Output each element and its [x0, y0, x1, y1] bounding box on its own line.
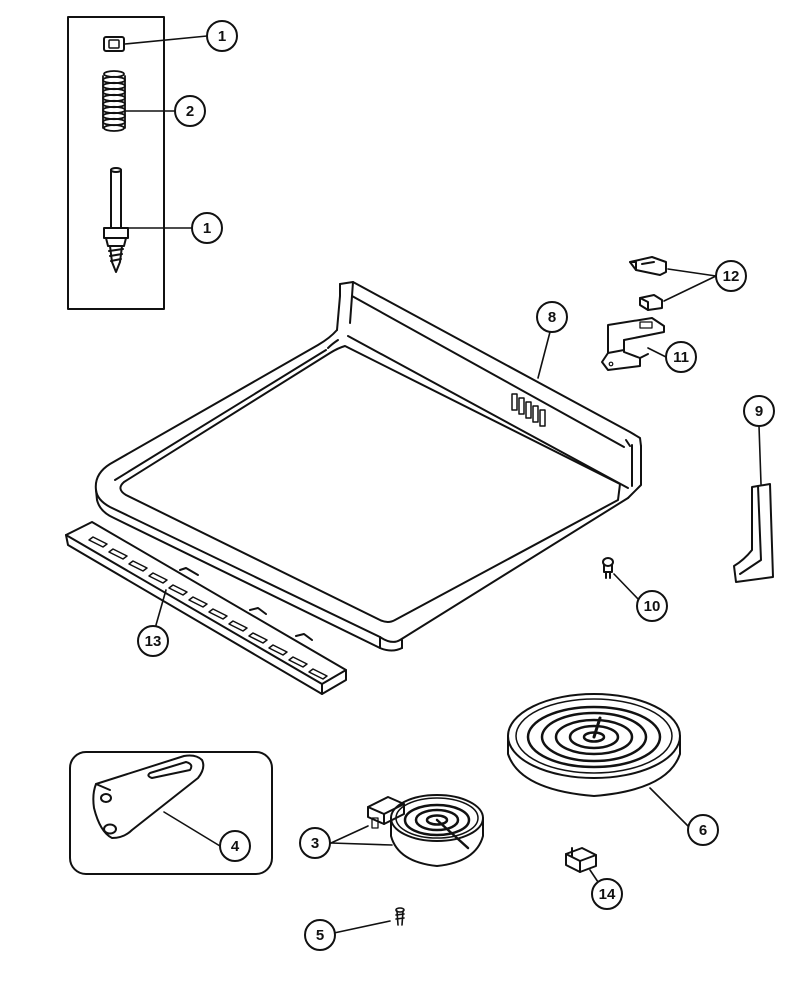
callout-5: 5 — [304, 919, 336, 951]
callout-14: 14 — [591, 878, 623, 910]
svg-text:1: 1 — [218, 28, 226, 45]
part-14-clip — [565, 847, 597, 873]
part-8-cooktop — [94, 281, 642, 652]
trim-slots — [88, 536, 328, 680]
svg-text:14: 14 — [599, 886, 616, 903]
callout-10: 10 — [636, 590, 668, 622]
part-13-trim — [65, 521, 347, 695]
bracket-inset — [69, 751, 273, 875]
svg-text:3: 3 — [311, 835, 319, 852]
part-5-screw — [395, 907, 405, 926]
svg-text:11: 11 — [673, 349, 689, 366]
burner-coil-small — [403, 803, 471, 837]
callouts: 1 2 1 12 11 8 9 10 — [137, 20, 775, 951]
vent-slots — [511, 393, 546, 427]
svg-text:5: 5 — [316, 927, 324, 944]
callout-6: 6 — [687, 814, 719, 846]
part-1-leg — [103, 167, 129, 273]
callout-2: 2 — [174, 95, 206, 127]
callout-11: 11 — [665, 341, 697, 373]
callout-8: 8 — [536, 301, 568, 333]
svg-text:9: 9 — [755, 403, 763, 420]
svg-text:10: 10 — [644, 598, 661, 615]
svg-text:1: 1 — [203, 220, 211, 237]
part-12-clips — [629, 256, 667, 311]
part-4-bracket — [92, 754, 205, 839]
svg-text:12: 12 — [723, 268, 740, 285]
callout-13: 13 — [137, 625, 169, 657]
burner-coil-large — [526, 705, 662, 769]
callout-3: 3 — [299, 827, 331, 859]
part-7-nut — [103, 36, 125, 52]
svg-text:4: 4 — [231, 838, 240, 855]
part-6-large-burner — [507, 693, 681, 797]
part-10-grommet — [602, 557, 614, 579]
part-9-side-trim — [733, 483, 774, 583]
callout-12: 12 — [715, 260, 747, 292]
svg-text:6: 6 — [699, 822, 707, 839]
leveling-leg-inset — [67, 16, 165, 310]
svg-text:8: 8 — [548, 309, 556, 326]
callout-1: 1 — [191, 212, 223, 244]
callout-4: 4 — [219, 830, 251, 862]
svg-text:2: 2 — [186, 103, 194, 120]
part-11-bracket — [601, 317, 665, 371]
part-3-small-burner — [390, 794, 484, 867]
part-3-switch — [367, 796, 405, 829]
callout-7: 1 — [206, 20, 238, 52]
svg-text:13: 13 — [145, 633, 162, 650]
callout-9: 9 — [743, 395, 775, 427]
part-2-spring — [102, 70, 126, 132]
